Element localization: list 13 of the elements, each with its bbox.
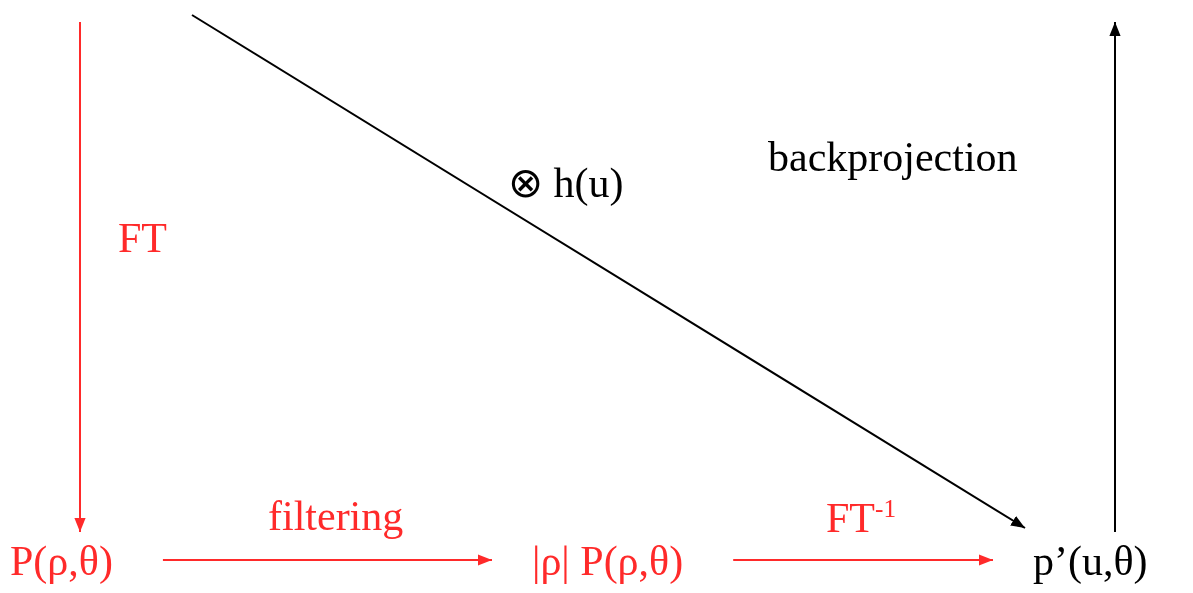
edge-label: FT$^{-1}$ bbox=[826, 495, 896, 542]
edge-label: FT bbox=[118, 215, 167, 262]
arrow bbox=[1109, 21, 1121, 533]
arrow bbox=[732, 554, 994, 566]
node-label: P(ρ,θ) bbox=[10, 538, 113, 585]
node-label: |ρ| P(ρ,θ) bbox=[532, 538, 684, 585]
edge-label: filtering bbox=[268, 493, 404, 540]
node-label: p’(u,θ) bbox=[1033, 538, 1148, 585]
arrow bbox=[161, 554, 493, 566]
edge-label: backprojection bbox=[768, 134, 1018, 181]
arrow bbox=[191, 14, 1026, 529]
edge-label: ⊗ h(u) bbox=[508, 160, 624, 207]
arrow bbox=[74, 21, 86, 533]
